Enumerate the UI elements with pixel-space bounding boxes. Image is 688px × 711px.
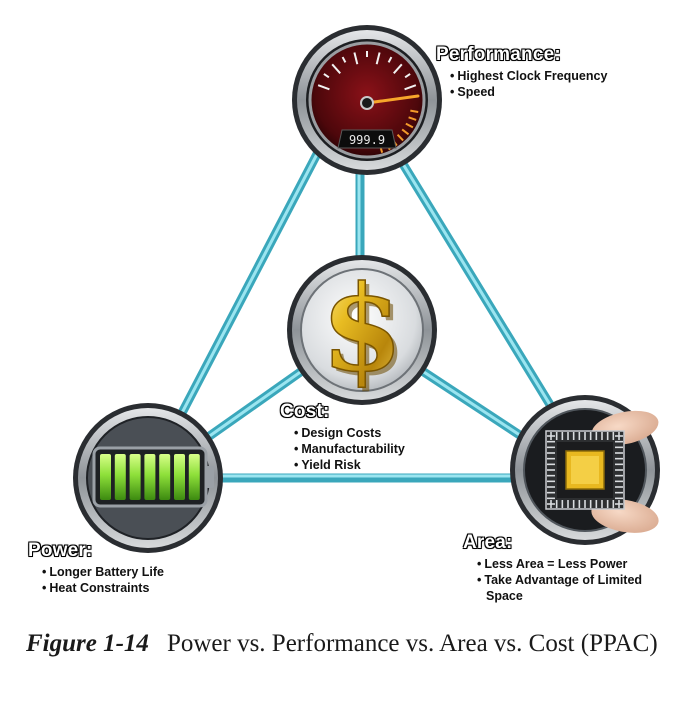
performance-bullets: Highest Clock Frequency Speed — [450, 68, 607, 100]
performance-title: Performance: — [436, 44, 561, 65]
battery-cell — [114, 454, 126, 500]
gauge-tick — [331, 63, 341, 74]
figure-caption-text: Power vs. Performance vs. Area vs. Cost … — [166, 630, 658, 657]
gauge-tick-redline — [408, 116, 417, 121]
gauge-tick-redline — [396, 133, 404, 142]
cost-bullet: Manufacturability — [294, 441, 405, 457]
gauge-tick — [404, 73, 411, 79]
area-bullet: Less Area = Less Power — [477, 556, 656, 572]
battery-cell — [129, 454, 141, 500]
gauge-needle — [365, 94, 420, 105]
gauge-tick-redline — [401, 128, 410, 136]
gauge-tick — [317, 84, 330, 91]
cost-label-block: Cost: Design Costs Manufacturability Yie… — [280, 401, 405, 473]
power-bullet: Heat Constraints — [42, 580, 164, 596]
gauge-tick — [404, 84, 417, 91]
gauge-tick — [323, 73, 330, 79]
area-title: Area: — [463, 532, 513, 553]
gauge-tick — [341, 56, 347, 63]
area-bullet: Take Advantage of Limited Space — [477, 572, 656, 604]
performance-node: 999.9 — [292, 25, 442, 175]
cost-node: $ $ — [287, 255, 437, 405]
svg-text:$: $ — [325, 263, 407, 402]
gauge-tick — [375, 52, 381, 65]
gauge-tick — [387, 56, 393, 63]
cost-bullet: Design Costs — [294, 425, 405, 441]
chip-icon — [545, 430, 625, 510]
area-label-block: Area: Less Area = Less Power Take Advant… — [463, 532, 656, 604]
dollar-sign-icon: $ $ — [320, 258, 407, 402]
gauge-tick — [353, 52, 359, 65]
speedometer-icon: 999.9 — [308, 41, 426, 159]
power-bullets: Longer Battery Life Heat Constraints — [42, 564, 164, 596]
battery-cell — [100, 454, 111, 500]
figure-caption: Figure 1-14 Power vs. Performance vs. Are… — [26, 626, 666, 662]
power-bullet: Longer Battery Life — [42, 564, 164, 580]
power-label-block: Power: Longer Battery Life Heat Constrai… — [28, 540, 164, 596]
performance-label-block: Performance: Highest Clock Frequency Spe… — [436, 44, 607, 100]
cost-bullets: Design Costs Manufacturability Yield Ris… — [294, 425, 405, 473]
ppac-diagram: 999.9 $ $ — [73, 25, 660, 553]
battery-icon — [92, 446, 214, 508]
area-bullets: Less Area = Less Power Take Advantage of… — [477, 556, 656, 604]
area-node — [510, 395, 660, 545]
svg-text:$: $ — [321, 259, 403, 398]
performance-bullet: Speed — [450, 84, 607, 100]
power-title: Power: — [28, 540, 93, 561]
cost-bullet: Yield Risk — [294, 457, 405, 473]
figure-number: Figure 1-14 — [26, 630, 149, 657]
gauge-tick — [393, 63, 403, 74]
gauge-tick-redline — [405, 122, 414, 129]
cost-title: Cost: — [280, 401, 330, 422]
battery-cell — [159, 454, 171, 500]
gauge-tick-redline — [410, 109, 419, 114]
battery-cell — [188, 454, 200, 500]
power-node — [73, 403, 223, 553]
gauge-readout: 999.9 — [349, 133, 385, 147]
performance-bullet: Highest Clock Frequency — [450, 68, 607, 84]
battery-cell — [174, 454, 185, 500]
battery-cell — [144, 454, 156, 500]
